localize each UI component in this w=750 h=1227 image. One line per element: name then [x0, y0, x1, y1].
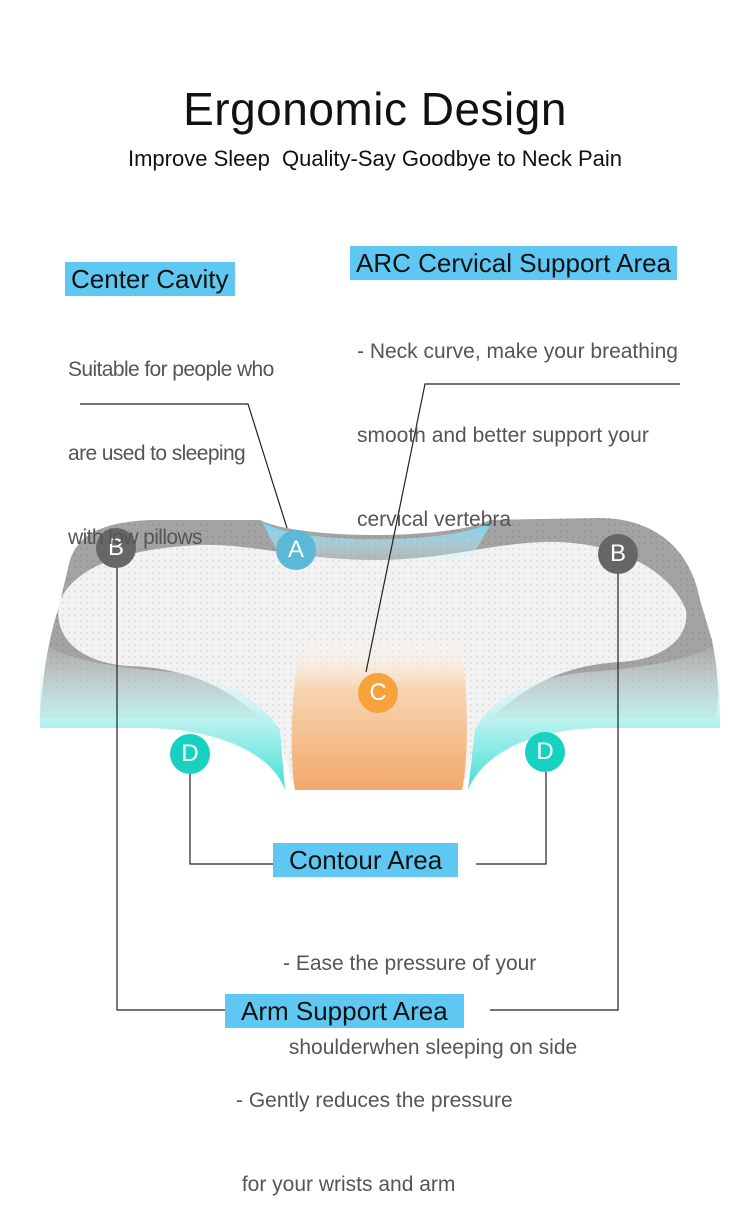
center-cavity-label: Center Cavity [65, 262, 235, 296]
center-cavity-line: with low pillows [68, 526, 203, 549]
contour-area-line: - Ease the pressure of your [283, 952, 537, 975]
marker-b-left: B [96, 528, 136, 568]
page-title: Ergonomic Design [183, 83, 567, 135]
marker-d-right: D [525, 732, 565, 772]
marker-a: A [276, 530, 316, 570]
contour-area-label: Contour Area [273, 843, 459, 877]
arm-support-line: - Gently reduces the pressure [236, 1089, 513, 1112]
pillow-diagram [40, 383, 720, 1011]
contour-zone-right [468, 640, 720, 790]
arm-support-description: - Gently reduces the pressure for your w… [236, 1031, 513, 1227]
leader-lines [80, 383, 680, 1011]
arc-support-line: cervical vertebra [357, 508, 512, 531]
center-cavity-line: are used to sleeping [68, 442, 246, 465]
arm-support-label: Arm Support Area [225, 994, 464, 1028]
marker-d-left: D [170, 734, 210, 774]
center-cavity-line: Suitable for people who [68, 358, 274, 381]
arc-support-line: - Neck curve, make your breathing [357, 340, 678, 363]
contour-area-description: - Ease the pressure of your shoulderwhen… [283, 894, 577, 1090]
arc-support-label: ARC Cervical Support Area [350, 246, 678, 280]
arc-support-line: smooth and better support your [357, 424, 649, 447]
center-cavity-zone [262, 522, 492, 572]
arm-support-line: for your wrists and arm [236, 1173, 456, 1196]
center-cavity-description: Suitable for people who are used to slee… [68, 300, 274, 580]
contour-zone-left [40, 640, 285, 790]
marker-b-right: B [598, 534, 638, 574]
arc-support-description: - Neck curve, make your breathing smooth… [357, 282, 678, 562]
contour-area-line: shoulderwhen sleeping on side [283, 1036, 578, 1059]
page-subtitle: Improve Sleep Quality-Say Goodbye to Nec… [127, 146, 623, 171]
marker-c: C [358, 673, 398, 713]
